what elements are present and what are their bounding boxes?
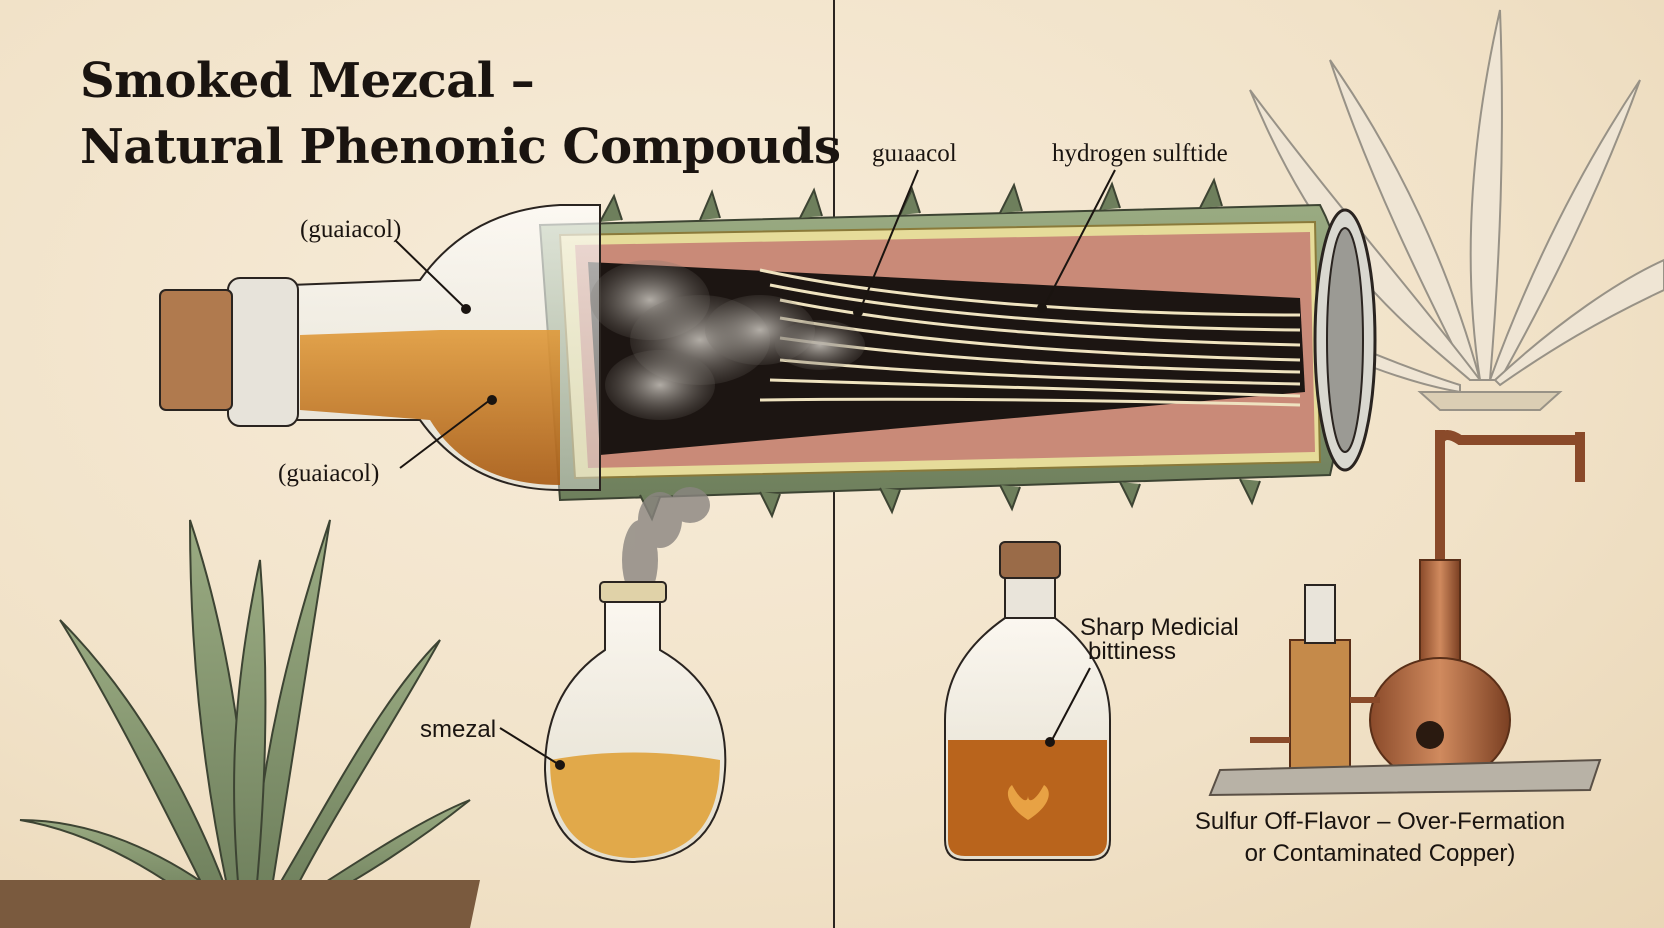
title-line-1: Smoked Mezcal –: [80, 53, 535, 109]
flask-smoke: [622, 487, 710, 600]
caption-line-1: Sulfur Off-Flavor – Over-Fermation: [1194, 808, 1566, 835]
label-sharp-medicial: Sharp Medicial: [1080, 614, 1239, 641]
label-bittiness: bittiness: [1088, 638, 1177, 665]
mezcal-bottle: [159, 204, 601, 491]
medicinal-bottle: [944, 541, 1111, 861]
agave-sketch: [1229, 9, 1664, 411]
round-flask: [543, 581, 727, 864]
title-line-2: Natural Phenonic Compouds: [80, 119, 841, 175]
label-guaiacol: guıaacol: [872, 140, 957, 167]
caption-line-2: or Contaminated Copper): [1244, 840, 1516, 867]
smoke-cloud: [590, 260, 865, 420]
agave-cross-section: [538, 177, 1377, 522]
label-smezal: smezal: [420, 716, 497, 743]
agave-plant: [0, 519, 480, 928]
label-hydrogen-sulfide: hydrogen sulftide: [1052, 140, 1228, 167]
label-guaiacol-top: (guaiacol): [300, 216, 402, 243]
pointer-lines: [394, 169, 1116, 770]
copper-still: [1208, 430, 1602, 797]
label-guaiacol-bottom: (guaiacol): [278, 460, 380, 487]
